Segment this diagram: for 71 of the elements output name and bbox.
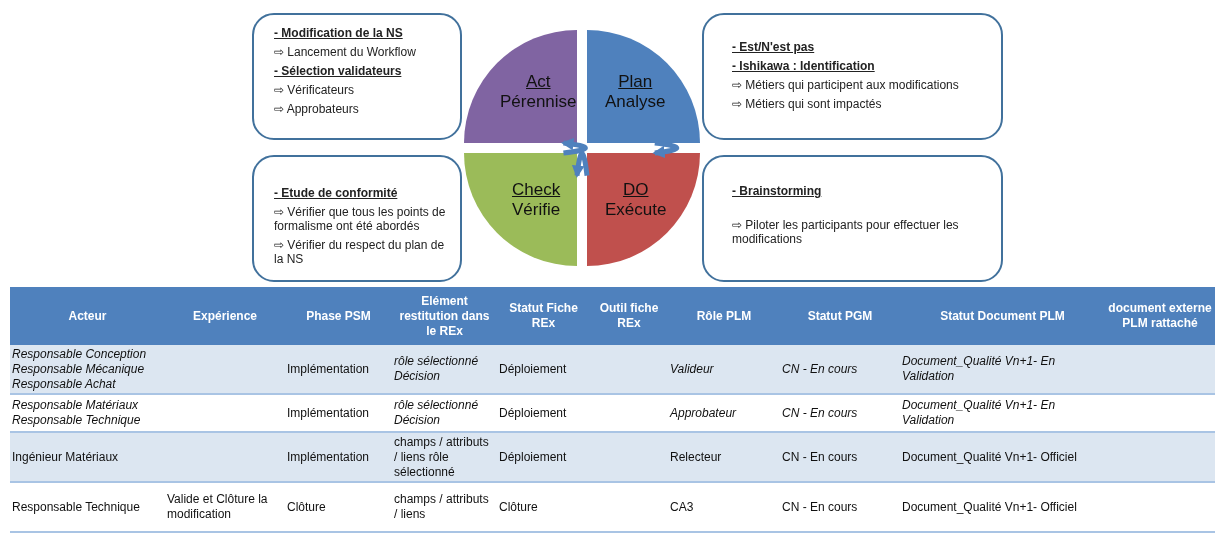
section-heading: - Brainstorming [732, 184, 822, 198]
table-text: Ingénieur Matériaux [11, 449, 120, 465]
pdca-quadrant [464, 30, 577, 143]
table-text: Implémentation [286, 449, 371, 465]
table-text: CN - En cours [781, 499, 859, 515]
section-heading: - Est/N'est pas [732, 40, 815, 54]
table-text: Document_Qualité Vn+1- En Validation [901, 398, 1057, 428]
phase-title: Plan [618, 72, 653, 92]
phase-label: Analyse [605, 92, 666, 112]
table-text: Clôture [286, 499, 327, 515]
table-text: rôle sélectionné Décision [393, 398, 480, 428]
section-heading: - Sélection validateurs [274, 64, 402, 78]
table-text: Valideur [669, 361, 715, 377]
table-text: Déploiement [498, 405, 568, 421]
column-header: Statut Fiche REx [508, 301, 579, 331]
bullet-text: ⇨ Piloter les participants pour effectuer les modifications [732, 218, 960, 246]
column-header: Rôle PLM [695, 308, 753, 324]
table-text: Document_Qualité Vn+1- Officiel [901, 499, 1078, 515]
column-header: Acteur [67, 308, 108, 324]
pdca-quadrant [587, 153, 700, 266]
bullet-text: ⇨ Vérifier du respect du plan de la NS [274, 238, 446, 266]
column-header: Expérience [191, 308, 258, 324]
bullet-text: ⇨ Vérificateurs [274, 83, 356, 97]
table-text: Document_Qualité Vn+1- En Validation [901, 354, 1057, 384]
table-text: Responsable Technique [11, 499, 141, 515]
section-heading: - Ishikawa : Identification [732, 59, 875, 73]
column-header: Statut Document PLM [939, 308, 1066, 324]
note-card [702, 13, 1003, 140]
pdca-quadrant [464, 153, 577, 266]
table-text: Déploiement [498, 361, 568, 377]
table-text: Déploiement [498, 449, 568, 465]
section-heading: - Modification de la NS [274, 26, 403, 40]
table-text: champs / attributs / liens [393, 492, 490, 522]
table-text: Clôture [498, 499, 539, 515]
table-text: Responsable Conception Responsable Mécanique Responsable Achat [11, 346, 148, 392]
phase-label: Exécute [605, 200, 667, 220]
table-text: champs / attributs / liens rôle sélectionné [393, 434, 490, 480]
table-text: Approbateur [668, 405, 738, 421]
table-text: CA3 [669, 499, 695, 515]
column-header: document externe PLM rattaché [1107, 301, 1213, 331]
section-heading: - Etude de conformité [274, 186, 398, 200]
table-text: CN - En cours [781, 361, 859, 377]
table-text: Implémentation [286, 361, 371, 377]
phase-title: DO [622, 180, 649, 200]
table-text: Responsable Matériaux Responsable Technique [11, 398, 142, 428]
bullet-text: ⇨ Lancement du Workflow [274, 45, 417, 59]
note-card [252, 13, 462, 140]
column-header: Outil fiche REx [598, 301, 660, 331]
bullet-text: ⇨ Vérifier que tous les points de formalisme ont été abordés [274, 205, 447, 233]
column-header: Phase PSM [305, 308, 372, 324]
cycle-arrow [572, 152, 590, 179]
table-text: CN - En cours [781, 449, 859, 465]
cycle-arrow [560, 138, 587, 156]
note-card [702, 155, 1003, 282]
bullet-text: ⇨ Approbateurs [274, 102, 360, 116]
column-header: Statut PGM [806, 308, 874, 324]
table-text: Implémentation [286, 405, 371, 421]
phase-label: Vérifie [512, 200, 561, 220]
note-card [252, 155, 462, 282]
phase-title: Act [526, 72, 551, 92]
table-text: CN - En cours [781, 405, 859, 421]
table-text: Relecteur [669, 449, 723, 465]
table-text: Valide et Clôture la modification [166, 492, 269, 522]
phase-title: Check [512, 180, 561, 200]
table-text: Document_Qualité Vn+1- Officiel [901, 449, 1078, 465]
table-text: rôle sélectionné Décision [393, 354, 480, 384]
bullet-text: ⇨ Métiers qui participent aux modifications [732, 78, 960, 92]
bullet-text: ⇨ Métiers qui sont impactés [732, 97, 883, 111]
column-header: Elément restitution dans le REx [398, 293, 491, 339]
pdca-quadrant [587, 30, 700, 143]
phase-label: Pérennise [500, 92, 577, 112]
